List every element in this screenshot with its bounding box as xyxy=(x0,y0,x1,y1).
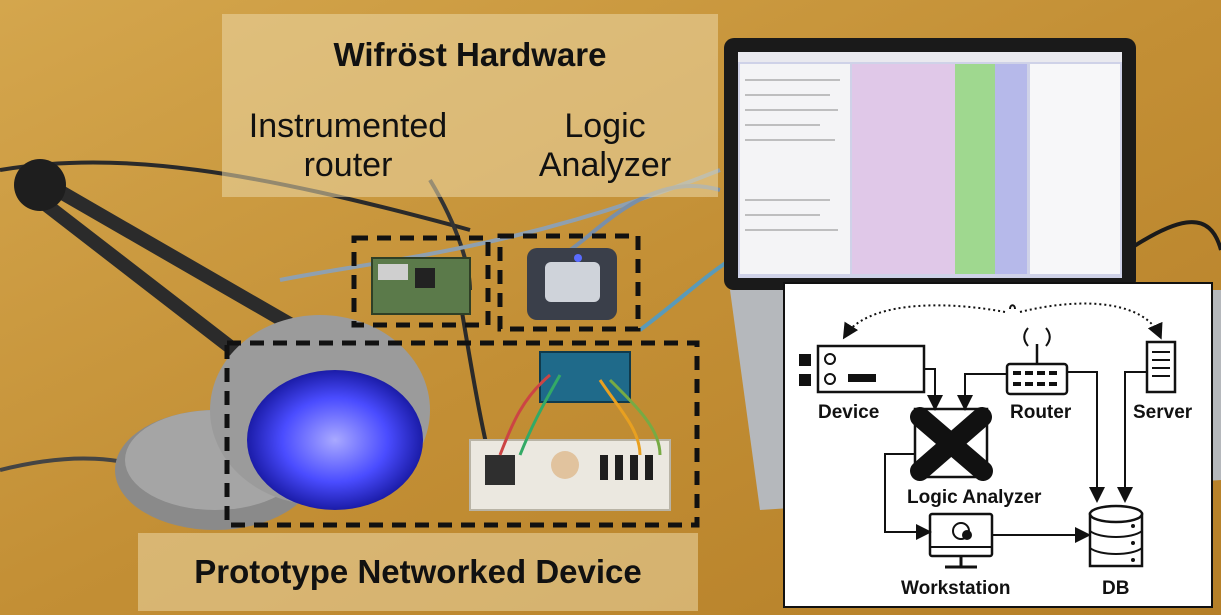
diagram-label-device: Device xyxy=(818,402,880,423)
router-highlight-box xyxy=(351,235,491,328)
logic-analyzer-label: Logic Analyzer xyxy=(505,107,705,185)
arrow-router-to-analyzer xyxy=(957,373,1007,411)
prototype-device-label: Prototype Networked Device xyxy=(194,553,642,590)
microcontroller-board xyxy=(539,351,631,403)
router-label-line1: Instrumented xyxy=(248,107,448,145)
router-label-line2: router xyxy=(303,146,393,185)
diagram-label-router: Router xyxy=(1010,402,1072,423)
lamp-arm xyxy=(33,173,307,377)
device-icon xyxy=(799,344,926,394)
hardware-title: Wifröst Hardware xyxy=(333,36,607,73)
device-highlight-box xyxy=(224,340,700,528)
server-icon xyxy=(1145,340,1177,394)
instrumented-router-label: Instrumented router xyxy=(228,107,468,185)
router-icon xyxy=(1005,327,1069,396)
database-icon xyxy=(1088,504,1144,568)
analyzer-label-line1: Logic xyxy=(564,107,646,145)
arrow-router-to-db xyxy=(1067,371,1105,503)
workstation-icon xyxy=(928,512,994,569)
diagram-label-logic-analyzer: Logic Analyzer xyxy=(907,487,1042,508)
title-overlay xyxy=(222,14,718,197)
arrow-analyzer-to-workstation xyxy=(884,453,932,540)
logic-analyzer-icon xyxy=(910,407,993,481)
architecture-diagram: Device Router Server Logic Analyzer Work… xyxy=(783,282,1213,608)
diagram-label-db: DB xyxy=(1102,578,1130,599)
lamp-glow xyxy=(247,370,423,510)
arrow-device-to-analyzer xyxy=(924,368,943,411)
analyzer-highlight-box xyxy=(497,233,641,332)
device-label-overlay xyxy=(138,533,698,611)
diagram-label-server: Server xyxy=(1133,402,1193,423)
wireless-link-server xyxy=(1019,302,1163,340)
wireless-link-device xyxy=(842,304,1006,340)
analyzer-label-line2: Analyzer xyxy=(538,146,672,185)
diagram-graphics xyxy=(799,302,1177,569)
lamp-joint xyxy=(14,159,66,211)
arrow-server-to-db xyxy=(1117,371,1147,503)
diagram-label-workstation: Workstation xyxy=(901,578,1011,599)
